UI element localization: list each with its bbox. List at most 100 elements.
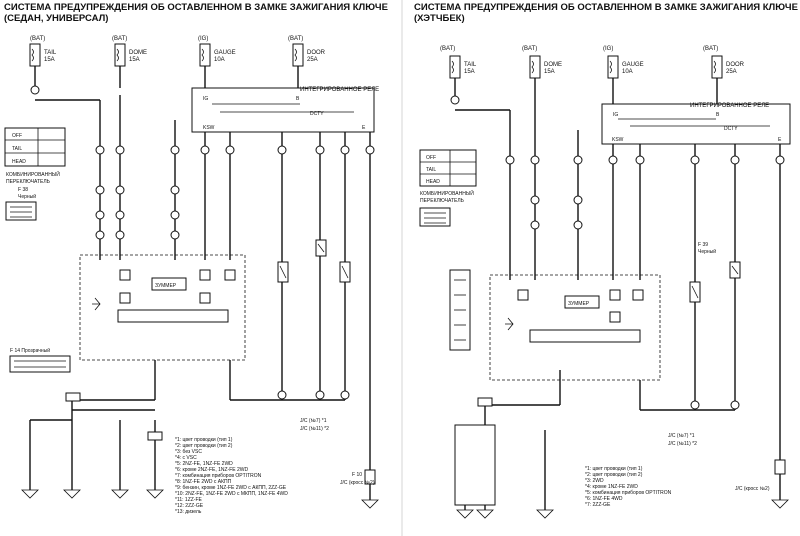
right-fuse-gauge-name: GAUGE xyxy=(622,62,644,68)
right-fuse-tail: (BAT) TAIL 15A xyxy=(440,46,477,79)
left-fuse-dome: (BAT) DOME 15A xyxy=(112,36,147,67)
left-note-5: *5: 2NZ-FE, 1NZ-FE 2WD xyxy=(175,461,233,467)
right-fuse-dome: (BAT) DOME 15A xyxy=(522,46,562,79)
right-switch-label-1: КОМБИНИРОВАННЫЙ xyxy=(420,189,474,197)
fuse-icon xyxy=(713,60,716,74)
led-icon xyxy=(92,297,101,311)
right-switch-connector: F 39 xyxy=(698,242,708,248)
right-combination-meter: ЗУММЕР xyxy=(449,269,661,381)
right-fuse-gauge: (IG) GAUGE 10A xyxy=(603,46,644,79)
left-buzzer-label: ЗУММЕР xyxy=(155,283,177,289)
left-fuse-tail: (BAT) TAIL 15A xyxy=(29,36,57,67)
left-combination-switch: OFF TAIL HEAD КОМБИНИРОВАННЫЙ ПЕРЕКЛЮЧАТ… xyxy=(4,127,66,221)
left-note-2: *2: цвет проводки (тип 2) xyxy=(175,443,233,449)
left-fuse-door-source: (BAT) xyxy=(288,36,303,42)
left-note-12: *12: 2ZZ-GE xyxy=(175,503,204,509)
right-relay-pin-ig: IG xyxy=(613,112,618,118)
right-fuse-door: (BAT) DOOR 25A xyxy=(703,46,745,79)
right-note-7: *7: 2ZZ-GE xyxy=(585,502,611,508)
left-fuse-tail-name: TAIL xyxy=(44,50,57,56)
right-fuse-gauge-source: (IG) xyxy=(603,46,613,52)
left-note-1: *1: цвет проводки (тип 1) xyxy=(175,437,233,443)
left-door-switches xyxy=(277,239,351,283)
left-fuse-dome-rating: 15A xyxy=(129,57,140,63)
right-door-switches: F 39 Черный xyxy=(689,242,741,303)
right-jc-label: J/C (№7) *1 xyxy=(668,433,695,439)
left-relay-pin-ig: IG xyxy=(203,96,208,102)
switch-icon xyxy=(691,285,699,299)
left-note-11: *11: 1ZZ-FE xyxy=(175,497,203,503)
left-connector-pins xyxy=(30,85,375,400)
left-fuse-door: (BAT) DOOR 25A xyxy=(288,36,326,67)
left-note-7: *7: комбинация приборов OPTITRON xyxy=(175,473,262,479)
fuse-icon xyxy=(609,60,612,74)
left-switch-row-off: OFF xyxy=(12,133,22,139)
right-relay-label: ИНТЕГРИРОВАННОЕ РЕЛЕ xyxy=(690,103,769,109)
right-note-6: *6: 1NZ-FE 4WD xyxy=(585,496,623,502)
right-diagram-title: СИСТЕМА ПРЕДУПРЕЖДЕНИЯ ОБ ОСТАВЛЕННОМ В … xyxy=(414,2,798,24)
right-title-line2: (ХЭТЧБЕК) xyxy=(414,13,465,24)
left-meter-connector-plug xyxy=(9,355,71,373)
right-combination-switch: OFF TAIL HEAD КОМБИНИРОВАННЫЙ ПЕРЕКЛЮЧАТ… xyxy=(419,149,477,227)
right-relay-pin-e: E xyxy=(778,137,782,143)
right-note-1: *1: цвет проводки (тип 1) xyxy=(585,466,643,472)
right-fuse-dome-rating: 15A xyxy=(544,69,555,75)
left-relay-pin-b: B xyxy=(296,96,300,102)
right-notes: *1: цвет проводки (тип 1) *2: цвет прово… xyxy=(585,466,672,508)
right-wires xyxy=(454,78,781,510)
right-fuse-tail-source: (BAT) xyxy=(440,46,455,52)
left-fuse-gauge: (IG) GAUGE 10A xyxy=(198,36,236,67)
left-fuse-tail-source: (BAT) xyxy=(30,36,45,42)
right-fuse-tail-name: TAIL xyxy=(464,62,477,68)
left-note-4: *4: с VSC xyxy=(175,455,197,461)
left-combination-meter: ЗУММЕР F 14 Прозрачный xyxy=(9,254,246,373)
right-grounds: J/C (№7) *1 J/C (№11) *2 J/C (кросс №2) xyxy=(454,397,789,519)
right-fuse-door-source: (BAT) xyxy=(703,46,718,52)
fuse-icon xyxy=(294,48,297,62)
right-schematic: (BAT) TAIL 15A (BAT) DOME 15A (IG) GAUGE… xyxy=(419,46,791,519)
left-note-10: *10: 2NZ-FE, 1NZ-FE 2WD с МКПП, 1NZ-FE 4… xyxy=(175,491,288,497)
left-relay-pin-dcty: DCTY xyxy=(310,111,324,117)
right-switch-row-tail: TAIL xyxy=(426,167,436,173)
left-fuse-door-rating: 25A xyxy=(307,57,318,63)
ground-icon xyxy=(21,489,39,499)
right-ground-label: J/C (кросс №2) xyxy=(735,486,770,492)
left-note-13: *13: дизель xyxy=(175,509,202,515)
right-note-3: *3: 2WD xyxy=(585,478,604,484)
left-title-line1: СИСТЕМА ПРЕДУПРЕЖДЕНИЯ ОБ ОСТАВЛЕННОМ В … xyxy=(4,2,388,13)
left-switch-label-2: ПЕРЕКЛЮЧАТЕЛЬ xyxy=(6,179,51,185)
fuse-icon xyxy=(201,48,204,62)
switch-icon xyxy=(279,265,287,279)
left-relay-pin-e: E xyxy=(362,125,366,131)
ground-icon xyxy=(536,509,554,519)
switch-icon xyxy=(317,243,325,253)
left-fuse-gauge-name: GAUGE xyxy=(214,50,236,56)
left-jc-label2: J/C (№11) *2 xyxy=(300,426,329,432)
right-switch-label-2: ПЕРЕКЛЮЧАТЕЛЬ xyxy=(420,198,465,204)
right-switch-connector-color: Черный xyxy=(698,248,716,255)
ground-icon xyxy=(771,499,789,509)
right-relay-pin-ksw: KSW xyxy=(612,137,624,143)
right-jc-label2: J/C (№11) *2 xyxy=(668,441,697,447)
right-integrated-relay: ИНТЕГРИРОВАННОЕ РЕЛЕ IG B KSW DCTY E xyxy=(601,103,791,145)
left-switch-row-head: HEAD xyxy=(12,159,26,165)
left-relay-pin-ksw: KSW xyxy=(203,125,215,131)
left-fuse-door-name: DOOR xyxy=(307,50,326,56)
right-fuse-door-name: DOOR xyxy=(726,62,745,68)
left-switch-connector-color: Черный xyxy=(18,193,36,200)
right-title-line1: СИСТЕМА ПРЕДУПРЕЖДЕНИЯ ОБ ОСТАВЛЕННОМ В … xyxy=(414,2,798,13)
left-note-8: *8: 1NZ-FE 2WD с АКПП xyxy=(175,479,232,485)
left-integrated-relay: ИНТЕГРИРОВАННОЕ РЕЛЕ IG B KSW DCTY E xyxy=(191,87,379,133)
left-switch-connector: F 38 xyxy=(18,187,28,193)
switch-icon xyxy=(731,265,739,275)
left-fuse-tail-rating: 15A xyxy=(44,57,55,63)
right-note-4: *4: кроме 1NZ-FE 2WD xyxy=(585,484,638,490)
ground-icon xyxy=(361,499,379,509)
right-switch-row-off: OFF xyxy=(426,155,436,161)
left-switch-row-tail: TAIL xyxy=(12,146,22,152)
right-buzzer-label: ЗУММЕР xyxy=(568,301,590,307)
left-fuse-gauge-source: (IG) xyxy=(198,36,208,42)
right-switch-connector-plug xyxy=(419,207,451,227)
left-fuse-dome-source: (BAT) xyxy=(112,36,127,42)
